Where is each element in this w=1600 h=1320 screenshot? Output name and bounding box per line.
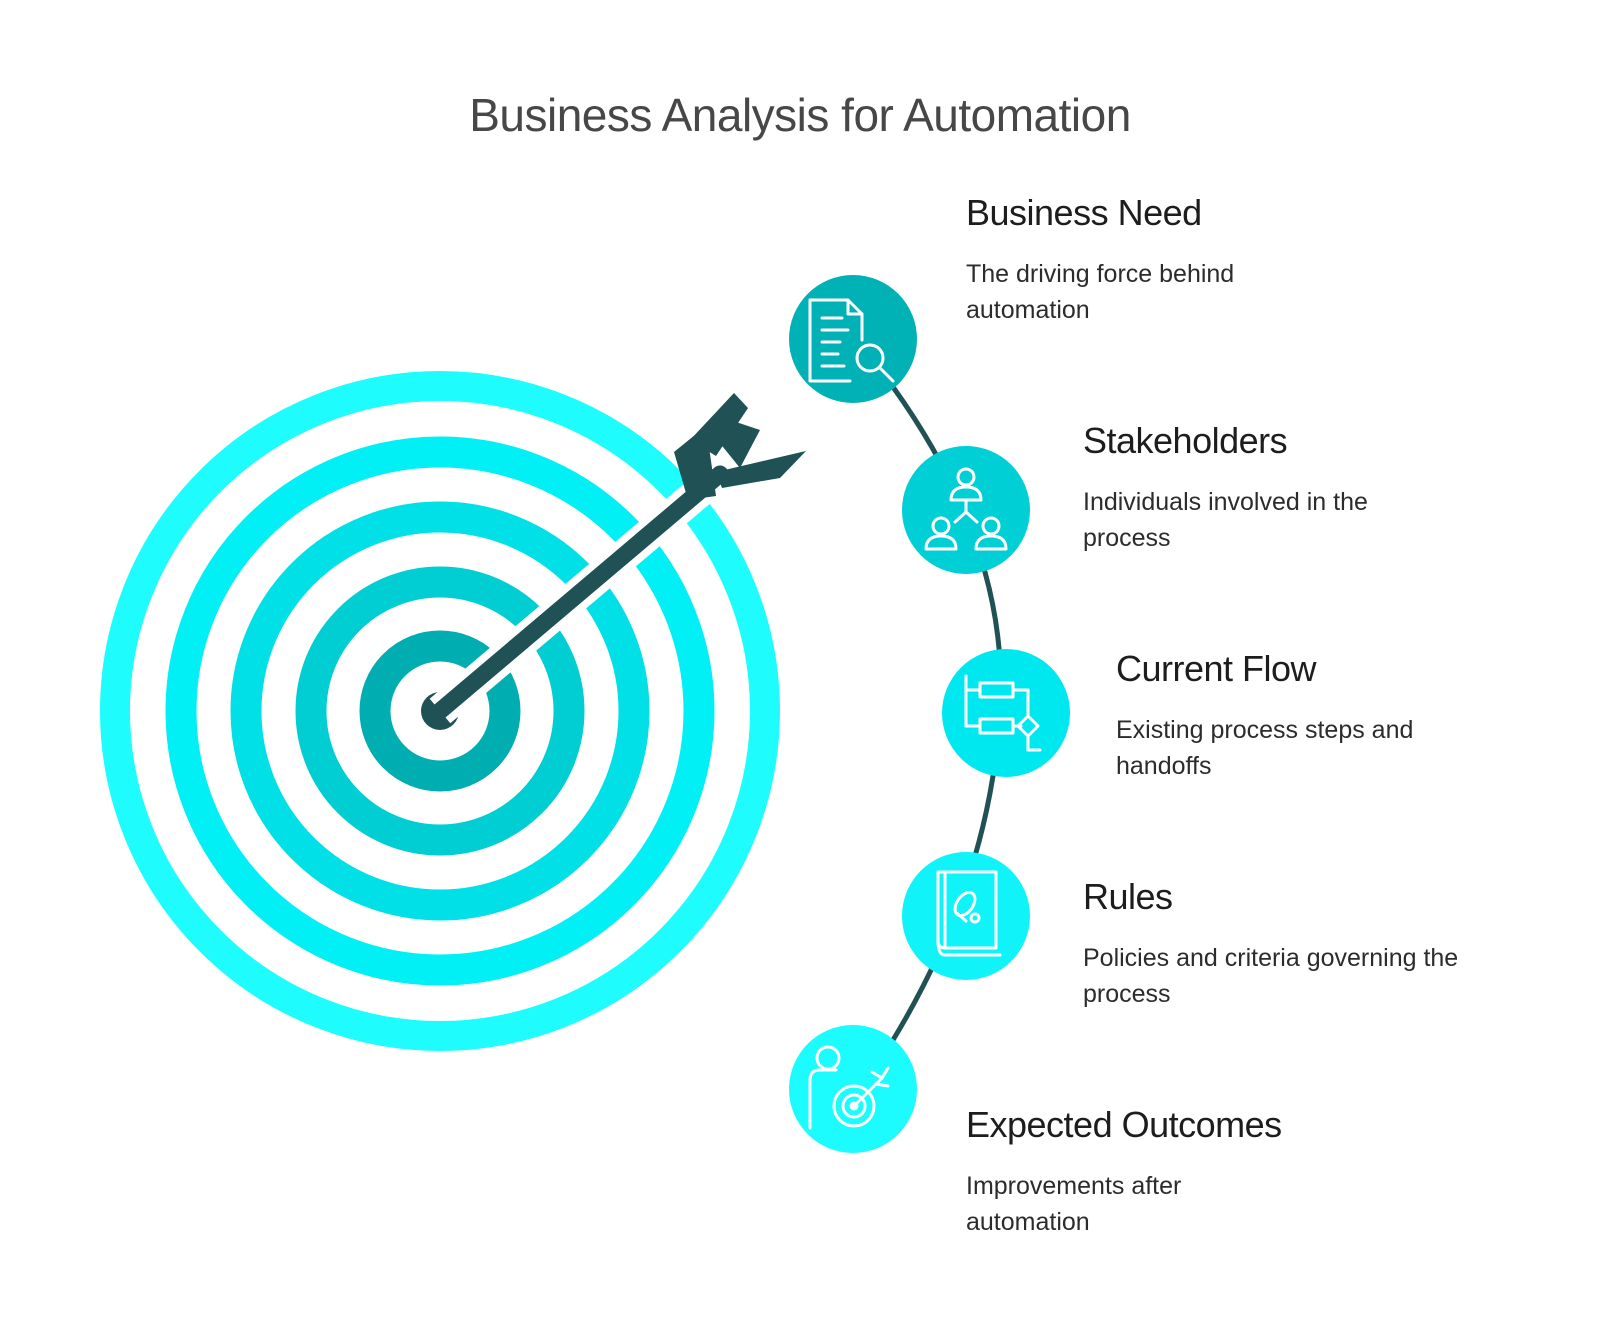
item-circle-rules <box>902 852 1030 980</box>
page-title: Business Analysis for Automation <box>469 89 1131 141</box>
person-target-icon <box>808 1045 890 1130</box>
item-title-business-need: Business Need <box>966 192 1202 233</box>
item-title-expected-outcomes: Expected Outcomes <box>966 1104 1282 1145</box>
item-title-stakeholders: Stakeholders <box>1083 420 1288 461</box>
item-desc-rules: Policies and criteria governing the proc… <box>1083 944 1459 1008</box>
item-desc-stakeholders: Individuals involved in the process <box>1083 488 1368 552</box>
item-desc-business-need: The driving force behind automation <box>966 260 1235 324</box>
flowchart-icon <box>964 674 1042 752</box>
target-ring-2 <box>165 436 715 986</box>
item-circle-current-flow <box>942 649 1070 777</box>
target-ring-outer <box>100 371 780 1051</box>
item-desc-current-flow: Existing process steps and handoffs <box>1116 716 1414 780</box>
target-ring-core <box>359 630 521 792</box>
org-people-icon <box>924 467 1008 551</box>
item-desc-expected-outcomes: Improvements after automation <box>966 1172 1182 1236</box>
target-ring-3 <box>230 501 650 921</box>
item-title-current-flow: Current Flow <box>1116 648 1317 689</box>
document-search-icon <box>808 298 895 383</box>
arrow <box>429 393 806 724</box>
target-ring-4 <box>295 566 585 856</box>
item-circle-stakeholders <box>902 446 1030 574</box>
item-circle-business-need <box>789 275 917 403</box>
item-title-rules: Rules <box>1083 876 1173 917</box>
rule-book-icon <box>936 870 1002 957</box>
item-circle-expected-outcomes <box>789 1025 917 1153</box>
